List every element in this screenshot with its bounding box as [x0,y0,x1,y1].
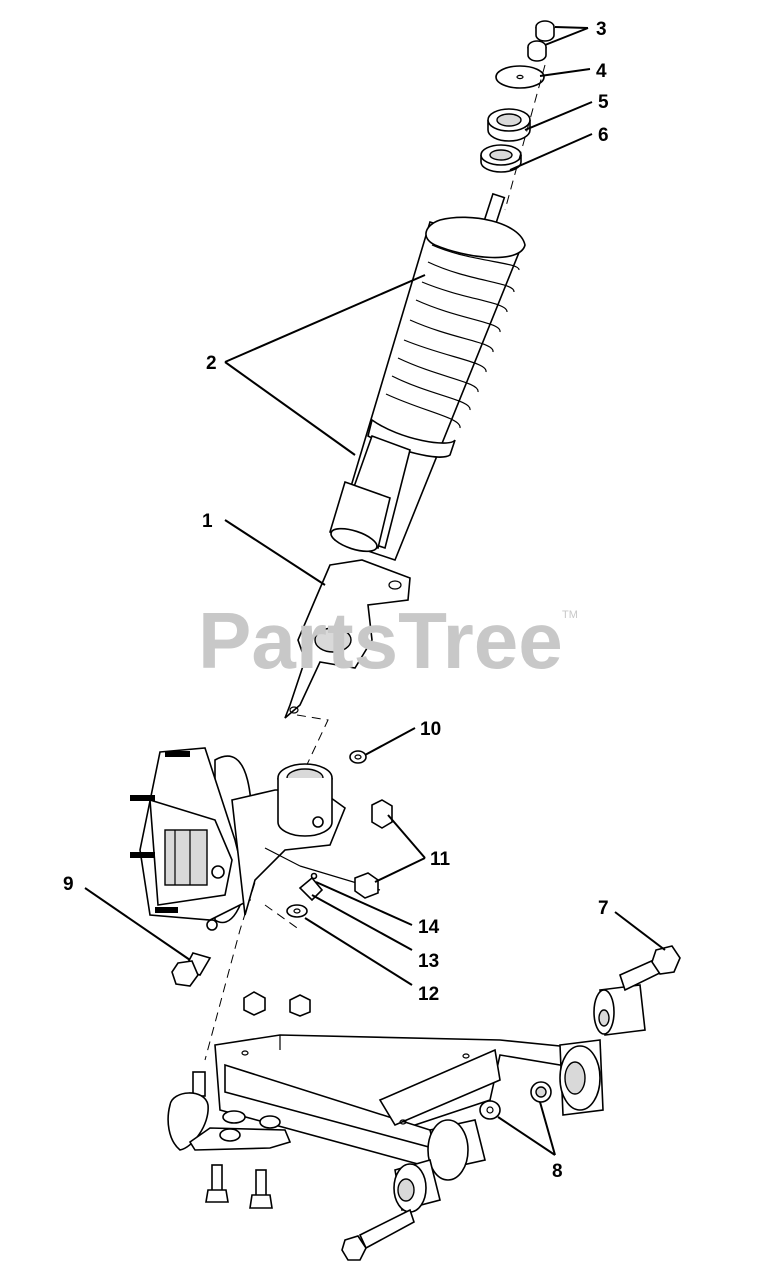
callout-4: 4 [596,61,607,82]
part-bolt-9[interactable] [171,952,212,987]
callout-1: 1 [202,511,213,532]
part-nut-8b[interactable] [530,1081,552,1103]
part-clip-14[interactable] [298,872,324,902]
part-bolt-7[interactable] [619,945,681,992]
callout-10: 10 [420,719,441,740]
part-nut-lower[interactable] [527,40,547,62]
part-bolt-ball-b[interactable] [249,1169,273,1209]
part-washer[interactable] [495,65,545,89]
part-nut-10[interactable] [349,750,367,764]
part-bushing-rear-upper[interactable] [559,1039,604,1116]
part-knuckle-bracket[interactable] [284,559,411,719]
part-nut-11a[interactable] [371,799,393,829]
callout-13: 13 [418,951,439,972]
callout-12: 12 [418,984,439,1005]
callout-11: 11 [430,849,451,870]
part-a-arm[interactable] [214,1034,602,1171]
part-bushing-upper[interactable] [487,108,531,142]
callout-3: 3 [596,19,607,40]
part-shock-spring[interactable] [328,192,526,561]
part-nut-arm-a[interactable] [243,991,266,1016]
part-bolt-lower[interactable] [341,1208,415,1261]
part-washer-12[interactable] [286,904,308,918]
part-nut-11b[interactable] [354,872,379,899]
callout-14: 14 [418,917,440,938]
part-bushing-rear-top[interactable] [593,984,646,1036]
part-hub-brake-assembly[interactable] [130,747,381,931]
part-nut-8a[interactable] [479,1100,501,1120]
part-ball-joint[interactable] [167,1071,292,1151]
part-bolt-ball-a[interactable] [205,1164,229,1203]
callout-2: 2 [206,353,217,374]
part-nut-arm-b[interactable] [289,994,311,1017]
watermark-text: PartsTree [198,596,563,685]
callout-6: 6 [598,125,609,146]
callout-8: 8 [552,1161,563,1182]
part-bushing-front-upper[interactable] [427,1119,486,1181]
callout-9: 9 [63,874,74,895]
leader-lines [84,26,666,1156]
callout-7: 7 [598,898,609,919]
watermark-trademark: TM [562,609,578,621]
part-nut-top[interactable] [535,20,555,42]
callout-5: 5 [598,92,609,113]
